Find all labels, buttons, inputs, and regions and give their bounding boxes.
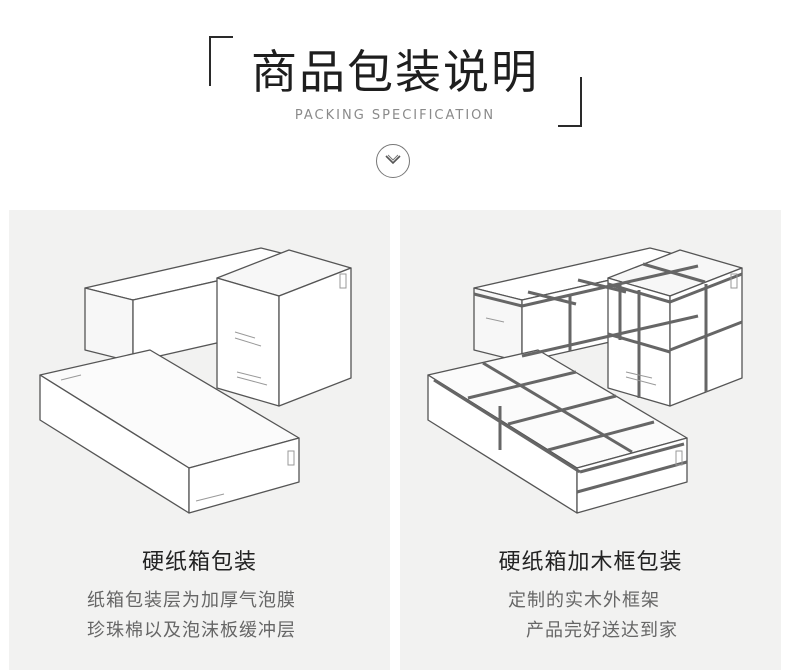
page-subtitle: PACKING SPECIFICATION [294, 108, 496, 123]
card-wooden-frame-packing: 硬纸箱加木框包装 定制的实木外框架 产品完好送达到家 [400, 210, 781, 670]
corner-bracket-top-left [209, 36, 233, 86]
corner-bracket-bottom-right [558, 77, 582, 127]
card-cardboard-packing: 硬纸箱包装 纸箱包装层为加厚气泡膜 珍珠棉以及泡沫板缓冲层 [9, 210, 390, 670]
card-description-line: 纸箱包装层为加厚气泡膜 [87, 590, 296, 611]
card-title: 硬纸箱包装 [141, 550, 257, 575]
card-title: 硬纸箱加木框包装 [498, 550, 683, 575]
wooden-frame-boxes-illustration [427, 247, 743, 514]
page-title: 商品包装说明 [251, 45, 539, 99]
page-header: 商品包装说明 PACKING SPECIFICATION [0, 0, 790, 200]
card-description-line: 产品完好送达到家 [526, 620, 678, 641]
cardboard-boxes-illustration [39, 247, 352, 514]
card-description-line: 定制的实木外框架 [508, 590, 660, 611]
card-description-line: 珍珠棉以及泡沫板缓冲层 [87, 620, 296, 641]
chevron-down-icon[interactable] [376, 144, 410, 178]
